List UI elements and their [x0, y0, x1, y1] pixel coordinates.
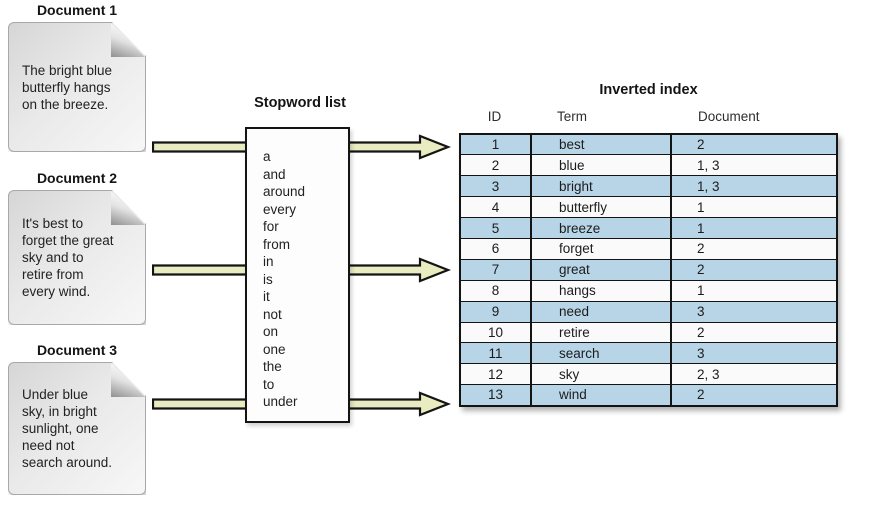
page-fold-corner-icon — [111, 191, 145, 225]
cell-term: wind — [531, 384, 672, 407]
cell-id: 10 — [460, 321, 532, 344]
cell-id: 11 — [460, 342, 532, 365]
column-header-term: Term — [557, 109, 587, 124]
stopword: under — [263, 394, 298, 409]
cell-id: 6 — [460, 237, 532, 260]
page-fold-corner-icon — [111, 23, 145, 57]
cell-document: 1, 3 — [671, 154, 837, 177]
table-row: 8 hangs 1 — [460, 279, 837, 302]
cell-term: retire — [531, 321, 672, 344]
cell-term: hangs — [531, 279, 672, 302]
table-row: 7 great 2 — [460, 258, 837, 281]
stopword: around — [263, 184, 306, 199]
table-row: 12 sky 2, 3 — [460, 363, 837, 386]
page-fold-corner-icon — [111, 363, 145, 397]
stopword: on — [263, 324, 279, 339]
document-1-title: Document 1 — [36, 2, 118, 18]
cell-document: 2 — [671, 321, 837, 344]
cell-id: 1 — [460, 133, 532, 156]
document-2-text: It's best to forget the great sky and to… — [22, 216, 114, 299]
cell-document: 2, 3 — [671, 363, 837, 386]
cell-term: breeze — [531, 217, 672, 239]
inverted-index-table: 1 best 2 2 blue 1, 3 3 bright 1, 3 4 but… — [459, 133, 838, 407]
column-header-document: Document — [698, 109, 760, 124]
table-row: 3 bright 1, 3 — [460, 175, 837, 198]
cell-document: 1, 3 — [671, 175, 837, 198]
table-row: 10 retire 2 — [460, 321, 837, 344]
cell-document: 2 — [671, 258, 837, 281]
cell-term: butterfly — [531, 196, 672, 219]
table-row: 1 best 2 — [460, 133, 837, 156]
cell-term: forget — [531, 237, 672, 260]
cell-id: 2 — [460, 154, 532, 177]
cell-id: 3 — [460, 175, 532, 198]
document-1-page-icon: The bright blue butterfly hangs on the b… — [8, 22, 146, 152]
cell-id: 12 — [460, 363, 532, 386]
table-row: 2 blue 1, 3 — [460, 154, 837, 177]
cell-id: 7 — [460, 258, 532, 281]
cell-term: search — [531, 342, 672, 365]
stopword: a — [263, 149, 271, 164]
stopword: it — [263, 289, 270, 304]
stopword-list-title: Stopword list — [254, 95, 346, 111]
cell-term: best — [531, 133, 672, 156]
stopword: and — [263, 166, 286, 182]
cell-term: sky — [531, 363, 672, 386]
document-1-text: The bright blue butterfly hangs on the b… — [22, 62, 113, 112]
stopword: is — [263, 271, 273, 287]
stopword: to — [263, 376, 275, 392]
cell-term: blue — [531, 154, 672, 177]
stopword-list-box: a and around every for from in is it not… — [245, 127, 350, 423]
stopword: one — [263, 341, 286, 357]
inverted-index-title: Inverted index — [599, 82, 698, 98]
table-row: 13 wind 2 — [460, 384, 837, 407]
document-2-title: Document 2 — [36, 170, 118, 186]
cell-id: 13 — [460, 384, 532, 407]
table-row: 6 forget 2 — [460, 237, 837, 260]
cell-id: 8 — [460, 279, 532, 302]
inverted-index-column-headers: ID Term Document — [459, 109, 838, 127]
table-row: 11 search 3 — [460, 342, 837, 365]
table-row: 4 butterfly 1 — [460, 196, 837, 219]
stopword: the — [263, 359, 282, 374]
cell-document: 3 — [671, 300, 837, 323]
cell-id: 5 — [460, 217, 532, 239]
stopword: not — [263, 306, 282, 322]
table-row: 5 breeze 1 — [460, 217, 837, 239]
cell-document: 2 — [671, 133, 837, 156]
document-3-title: Document 3 — [36, 342, 118, 358]
table-row: 9 need 3 — [460, 300, 837, 323]
stopword: every — [263, 201, 297, 217]
document-3-page-icon: Under blue sky, in bright sunlight, one … — [8, 362, 146, 495]
stopword: for — [263, 219, 279, 234]
cell-term: great — [531, 258, 672, 281]
cell-document: 3 — [671, 342, 837, 365]
stopword: from — [263, 236, 290, 252]
cell-id: 9 — [460, 300, 532, 323]
cell-document: 2 — [671, 237, 837, 260]
cell-document: 1 — [671, 196, 837, 219]
document-2-page-icon: It's best to forget the great sky and to… — [8, 190, 146, 325]
cell-id: 4 — [460, 196, 532, 219]
cell-term: need — [531, 300, 672, 323]
stopword: in — [263, 254, 274, 269]
cell-document: 1 — [671, 217, 837, 239]
cell-term: bright — [531, 175, 672, 198]
document-3-text: Under blue sky, in bright sunlight, one … — [22, 387, 113, 470]
column-header-id: ID — [487, 109, 502, 124]
cell-document: 2 — [671, 384, 837, 407]
cell-document: 1 — [671, 279, 837, 302]
